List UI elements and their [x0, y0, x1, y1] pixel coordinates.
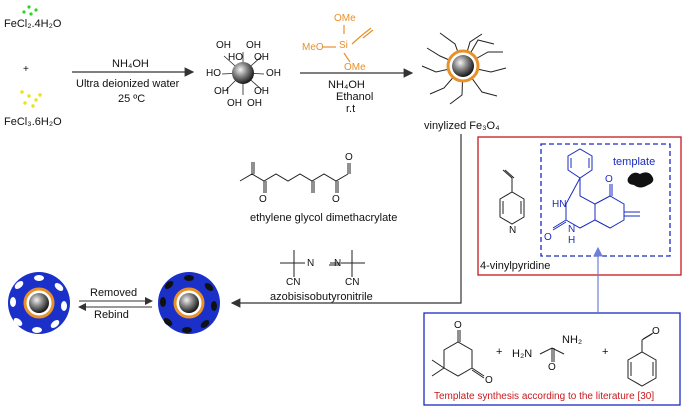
- dimedone-o-2: O: [485, 375, 493, 386]
- fecl2-label: FeCl₂.4H₂O: [4, 18, 62, 30]
- fecl2-dots: [22, 5, 38, 16]
- silane-ome-top: OMe: [334, 13, 356, 24]
- urea-nh2: NH₂: [562, 334, 583, 346]
- monomer-template-frame: [477, 136, 682, 276]
- crosslinker-label: ethylene glycol dimethacrylate: [250, 212, 398, 224]
- aibn-cn-2: CN: [345, 277, 360, 288]
- step2-reagent: NH₄OH: [328, 79, 365, 91]
- ho-top: HO: [228, 52, 243, 63]
- dimedone-structure: [431, 330, 485, 379]
- template-o-1: O: [544, 232, 552, 243]
- rebind-label: Rebind: [94, 309, 129, 321]
- dimedone-o-1: O: [454, 320, 462, 331]
- plus-sign: +: [23, 64, 29, 75]
- urea-structure: [539, 347, 565, 362]
- silane-ome-bottom: OMe: [344, 62, 366, 73]
- silane-meo: MeO: [302, 42, 324, 53]
- oh-bottom: OH: [227, 98, 242, 109]
- template-hn: HN: [552, 199, 567, 210]
- oh-top-right: OH: [246, 40, 261, 51]
- aibn-cn-1: CN: [286, 277, 301, 288]
- synthesis-plus-1: +: [496, 346, 503, 358]
- egdma-o-3: O: [345, 152, 353, 163]
- silane-structure: [322, 25, 374, 63]
- step1-solvent: Ultra deionized water: [76, 78, 180, 90]
- silane-si: Si: [339, 40, 348, 51]
- benzaldehyde-o: O: [652, 326, 660, 337]
- aibn-structure: [280, 250, 365, 277]
- aibn-n-2: N: [334, 258, 342, 269]
- synthesis-plus-2: +: [602, 346, 609, 358]
- ho-left: HO: [206, 68, 221, 79]
- removed-label: Removed: [90, 287, 138, 299]
- hydroxyl-particle: [221, 52, 265, 95]
- arrow-polymerization: [230, 134, 462, 308]
- synthesis-frame: [423, 312, 681, 406]
- template-blob: [627, 172, 654, 188]
- oh-bottom-2: OH: [247, 98, 262, 109]
- template-structure: [552, 148, 640, 231]
- mip-particle-rebind: [158, 272, 220, 334]
- egdma-o-1: O: [259, 194, 267, 205]
- egdma-o-2: O: [332, 194, 340, 205]
- step2-temp: r.t: [346, 103, 356, 115]
- benzaldehyde-structure: [627, 332, 657, 387]
- fecl3-dots: [20, 90, 42, 108]
- vinylpyridine-structure: [499, 169, 525, 225]
- oh-bottom-left: OH: [214, 86, 229, 97]
- template-h: H: [568, 235, 576, 246]
- urea-h2n: H₂N: [512, 348, 533, 360]
- aibn-n-1: N: [307, 258, 315, 269]
- step1-reagent: NH₄OH: [112, 58, 149, 70]
- pyridine-n: N: [509, 225, 517, 236]
- oh-right: OH: [266, 68, 281, 79]
- oh-bottom-right: OH: [254, 86, 269, 97]
- template-label: template: [613, 156, 656, 168]
- oh-right-top: OH: [254, 52, 269, 63]
- oh-top-left: OH: [216, 40, 231, 51]
- fecl3-label: FeCl₃.6H₂O: [4, 116, 62, 128]
- step2-solvent: Ethanol: [336, 91, 374, 103]
- synthesis-caption: Template synthesis according to the lite…: [434, 391, 655, 402]
- monomer-label: 4-vinylpyridine: [480, 260, 551, 272]
- template-dashed-box: [540, 143, 671, 257]
- template-n: N: [568, 224, 576, 235]
- egdma-structure: [239, 162, 351, 193]
- product-label: vinylized Fe₃O₄: [424, 120, 500, 132]
- initiator-label: azobisisobutyronitrile: [270, 291, 373, 303]
- mip-particle-removed: [8, 272, 70, 334]
- step1-temp: 25 ºC: [118, 93, 146, 105]
- urea-o: O: [548, 362, 556, 373]
- template-o-2: O: [605, 174, 613, 185]
- vinylized-particle: [421, 32, 507, 105]
